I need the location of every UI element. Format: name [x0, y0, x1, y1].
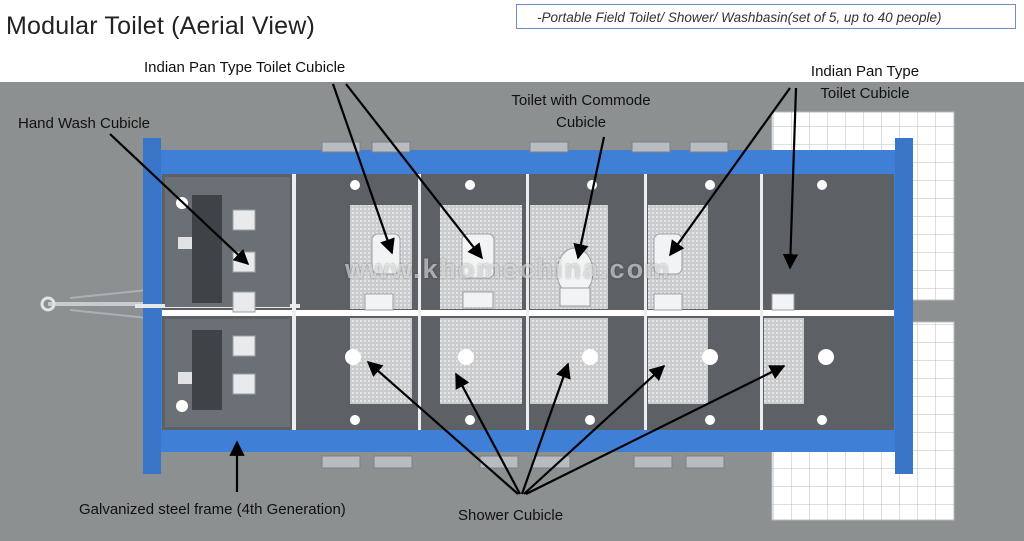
label-hand-wash: Hand Wash Cubicle	[18, 115, 151, 132]
label-indian-pan-right: Indian Pan Type Toilet Cubicle	[790, 61, 940, 105]
label-toilet-commode: Toilet with Commode Cubicle	[496, 90, 666, 134]
subtitle-box: -Portable Field Toilet/ Shower/ Washbasi…	[516, 4, 1016, 29]
label-indian-pan-left: Indian Pan Type Toilet Cubicle	[144, 59, 346, 76]
cubicle-floors	[350, 205, 804, 404]
diagram-title: Modular Toilet (Aerial View)	[6, 12, 315, 40]
label-shower: Shower Cubicle	[458, 507, 564, 524]
shower-heads	[345, 180, 834, 425]
label-indian-pan-right-line1: Indian Pan Type	[810, 63, 920, 80]
watermark: www.khomechina.com	[345, 254, 672, 284]
label-indian-pan-right-line2: Toilet Cubicle	[820, 85, 910, 102]
label-toilet-commode-line2: Cubicle	[555, 114, 607, 131]
partitions	[292, 174, 763, 430]
hand-wash-area	[165, 177, 290, 427]
callout-arrows	[109, 83, 799, 495]
roof-vents	[321, 141, 729, 469]
tow-bar	[40, 289, 149, 319]
label-toilet-commode-line1: Toilet with Commode	[511, 92, 651, 109]
label-steel-frame: Galvanized steel frame (4th Generation)	[79, 501, 346, 518]
